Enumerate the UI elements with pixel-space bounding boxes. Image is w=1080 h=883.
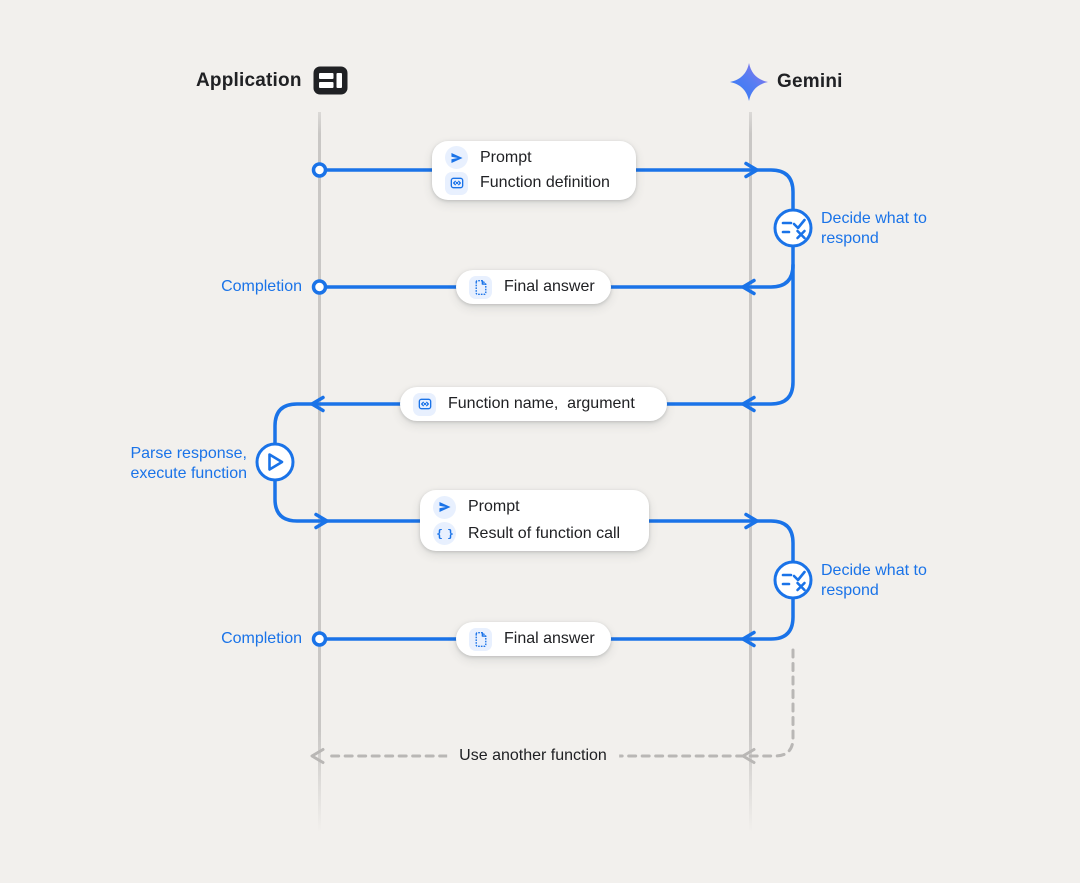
message-label: Prompt	[468, 498, 520, 516]
message-box-response2: Final answer	[456, 622, 611, 656]
arrowhead-request1	[744, 161, 759, 179]
arrowhead-functioncall-application	[310, 395, 325, 413]
message-box-request1: Prompt Function definition	[432, 141, 636, 200]
decide-label-1: Decide what to respond	[821, 210, 927, 247]
play-icon	[268, 453, 284, 471]
braces-icon: { }	[433, 522, 456, 546]
message-label: Final answer	[504, 278, 595, 295]
endpoint-completion2	[311, 631, 328, 647]
message-label: Function definition	[480, 174, 610, 192]
arrow-response2	[323, 596, 795, 641]
message-row: Final answer	[456, 626, 611, 652]
message-box-response1: Final answer	[456, 270, 611, 304]
function-icon	[445, 171, 468, 195]
arrowhead-request2-application	[314, 512, 329, 530]
loop-return-arrow	[310, 648, 795, 764]
message-row: Function name, argument	[400, 391, 667, 417]
message-row: Prompt	[420, 494, 649, 521]
loop-arrowhead-gemini	[741, 748, 756, 764]
gemini-title: Gemini	[777, 71, 843, 92]
application-title: Application	[196, 69, 302, 91]
gemini-star-icon	[730, 63, 768, 101]
use-another-function-label: Use another function	[447, 747, 619, 765]
gemini-header: Gemini	[777, 71, 843, 93]
message-label: Function name, argument	[448, 395, 635, 412]
decide-node-1	[773, 208, 813, 248]
message-row: Final answer	[456, 274, 611, 300]
decide-label-2: Decide what to respond	[821, 562, 927, 599]
endpoint-request1	[311, 162, 328, 178]
send-icon	[433, 495, 456, 519]
arrowhead-request2-gemini	[744, 512, 759, 530]
message-label: Final answer	[504, 630, 595, 647]
loop-arrowhead-application	[310, 748, 325, 764]
endpoint-completion1	[311, 279, 328, 295]
function-icon	[413, 392, 436, 416]
arrowhead-response1	[741, 278, 756, 296]
completion-label-1: Completion	[221, 278, 302, 295]
document-icon	[469, 627, 492, 651]
message-row: { } Result of function call	[420, 521, 649, 548]
message-row: Function definition	[432, 171, 636, 197]
decide-icon	[781, 218, 806, 240]
execute-node	[255, 442, 295, 482]
message-label: Prompt	[480, 148, 532, 166]
arrowhead-functioncall-gemini	[741, 395, 756, 413]
arrow-request1	[323, 168, 795, 212]
application-header: Application	[196, 66, 348, 95]
message-row: Prompt	[432, 145, 636, 171]
arrowhead-response2	[741, 630, 756, 648]
completion-label-2: Completion	[221, 630, 302, 647]
send-icon	[445, 146, 468, 170]
message-box-request2: Prompt { } Result of function call	[420, 490, 649, 551]
application-window-icon	[313, 66, 348, 95]
decide-node-2	[773, 560, 813, 600]
decide-icon	[781, 570, 806, 592]
message-box-function-call: Function name, argument	[400, 387, 667, 421]
arrow-response1	[323, 263, 795, 289]
parse-execute-label: Parse response, execute function	[130, 445, 247, 482]
document-icon	[469, 275, 492, 299]
message-label: Result of function call	[468, 524, 621, 542]
